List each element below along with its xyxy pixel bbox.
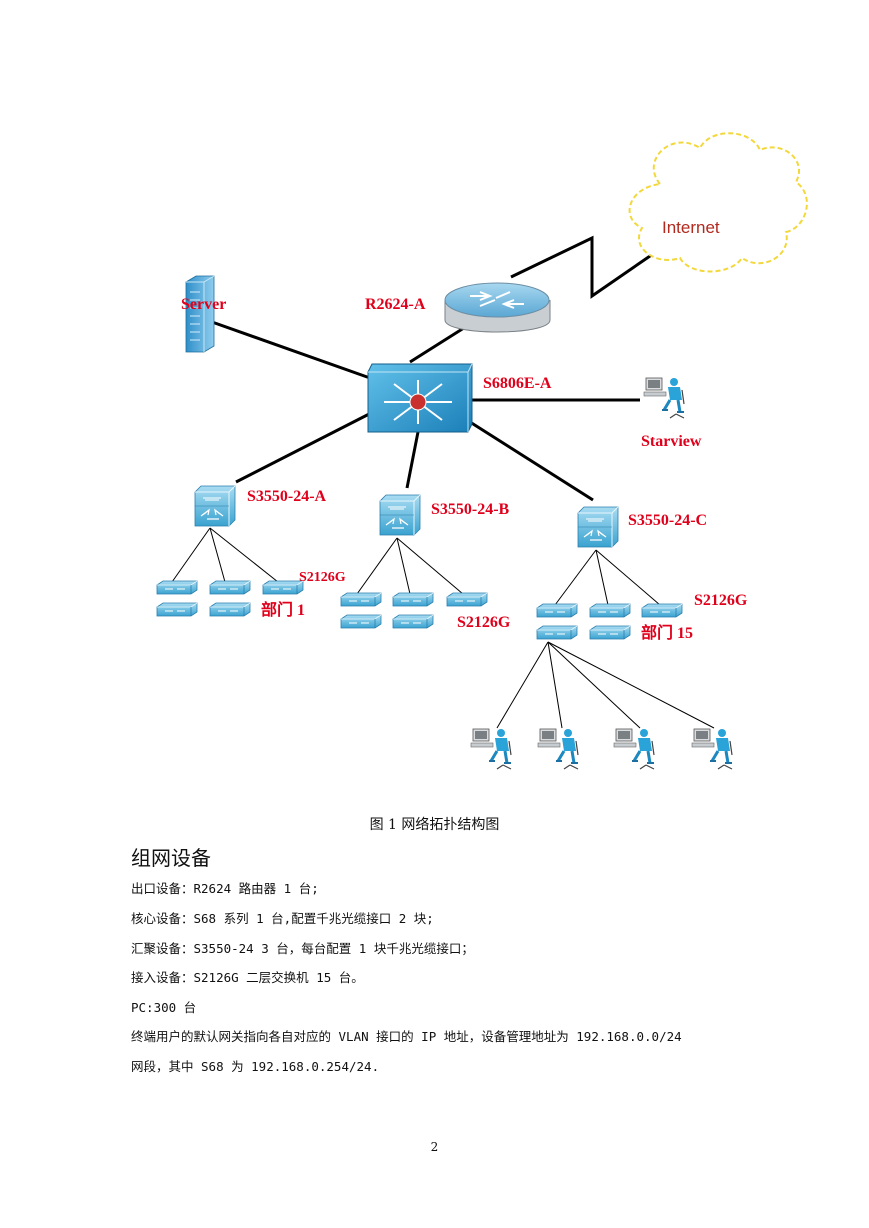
paragraph-line: 核心设备：S68 系列 1 台,配置千兆光缆接口 2 块; (131, 911, 434, 926)
access-switch-icon (641, 603, 683, 618)
access-switch-icon (156, 580, 198, 595)
starview-label: Starview (641, 433, 702, 450)
access-switch-b-label: S2126G (457, 614, 511, 631)
internet-cloud: Internet (628, 132, 808, 273)
paragraph-line: 出口设备：R2624 路由器 1 台; (131, 881, 319, 896)
internet-label: Internet (662, 218, 720, 237)
link-core-agg-c (469, 420, 594, 502)
paragraph-line: 终端用户的默认网关指向各自对应的 VLAN 接口的 IP 地址，设备管理地址为 … (131, 1029, 682, 1044)
link-server-core (211, 320, 371, 380)
links (211, 235, 667, 502)
section-heading: 组网设备 (131, 846, 211, 870)
agg-switch-c-label: S3550-24-C (628, 512, 707, 529)
starview-pc-icon (642, 376, 686, 420)
access-switch-icon (340, 592, 382, 607)
link-core-agg-a (235, 409, 376, 484)
core-switch-label: S6806E-A (483, 375, 552, 392)
agg-switch-a-label: S3550-24-A (247, 488, 327, 505)
access-switch-icon (340, 614, 382, 629)
access-switch-icon (156, 602, 198, 617)
access-switch-icon (536, 603, 578, 618)
link-core-agg-b (405, 431, 420, 489)
access-switch-icon (209, 602, 251, 617)
access-switch-icon (209, 580, 251, 595)
access-switch-icon (589, 603, 631, 618)
pc-icon (536, 727, 580, 771)
access-switch-icon (392, 592, 434, 607)
pc-icon (690, 727, 734, 771)
pc-icon (469, 727, 513, 771)
paragraph-line: PC:300 台 (131, 1000, 197, 1015)
paragraph-line: 接入设备：S2126G 二层交换机 15 台。 (131, 970, 364, 985)
access-switch-a-label: S2126G (299, 570, 346, 585)
router-icon (444, 282, 551, 333)
pc-icon (612, 727, 656, 771)
router-label: R2624-A (365, 296, 426, 313)
access-switch-c-label: S2126G (694, 592, 748, 609)
dept-a-label: 部门 1 (261, 600, 305, 619)
dept-c-label: 部门 15 (641, 623, 693, 642)
access-switch-icon (589, 625, 631, 640)
agg-switch-a-icon (194, 485, 236, 527)
wan-link (510, 235, 667, 299)
link-router-core (409, 324, 468, 364)
access-switch-icon (446, 592, 488, 607)
agg-switch-b-label: S3550-24-B (431, 501, 510, 518)
server-icon (185, 275, 215, 353)
agg-switch-c-icon (577, 506, 619, 548)
access-switch-icon (262, 580, 304, 595)
access-switch-icon (392, 614, 434, 629)
access-switch-icon (536, 625, 578, 640)
paragraph-line: 网段，其中 S68 为 192.168.0.254/24. (131, 1059, 380, 1074)
figure-caption: 图 1 网络拓扑结构图 (369, 817, 500, 833)
network-topology-diagram: Internet R2624-A Server S6806E-A Starvie… (156, 132, 808, 771)
paragraph-line: 汇聚设备：S3550-24 3 台，每台配置 1 块千兆光缆接口； (131, 941, 474, 956)
access-links (171, 527, 715, 729)
core-switch-icon (367, 363, 473, 433)
agg-switch-b-icon (379, 494, 421, 536)
page-number: 2 (430, 1140, 439, 1154)
server-label: Server (181, 296, 226, 313)
end-user-pcs (469, 727, 734, 771)
